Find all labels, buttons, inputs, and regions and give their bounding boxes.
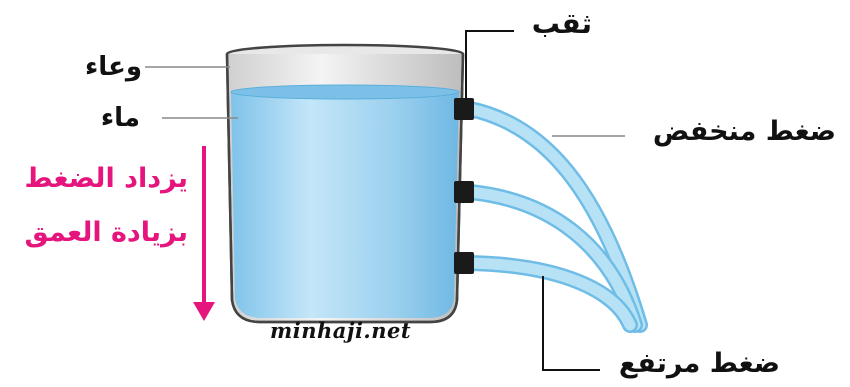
water-body — [231, 92, 459, 318]
water-label: ماء — [100, 103, 140, 133]
hole-nozzle-bottom — [454, 252, 474, 274]
leader-lines — [145, 66, 625, 137]
low-pressure-label: ضغط منخفض — [652, 116, 836, 147]
nozzles — [454, 98, 474, 274]
high-pressure-leader — [542, 276, 600, 371]
pressure-depth-line1: يزداد الضغط — [24, 163, 188, 194]
hole-nozzle-top — [454, 98, 474, 120]
water-jets — [462, 101, 648, 333]
watermark: minhaji.net — [270, 318, 412, 343]
hole-nozzle-middle — [454, 181, 474, 203]
beaker — [225, 43, 465, 324]
water-surface — [230, 84, 460, 100]
pressure-depth-line2: بزيادة العمق — [24, 217, 188, 248]
container-label: وعاء — [85, 52, 142, 82]
hole-leader — [465, 30, 514, 100]
depth-arrow — [193, 146, 215, 321]
high-pressure-label: ضغط مرتفع — [618, 348, 780, 379]
hole-label: ثقب — [531, 7, 592, 40]
